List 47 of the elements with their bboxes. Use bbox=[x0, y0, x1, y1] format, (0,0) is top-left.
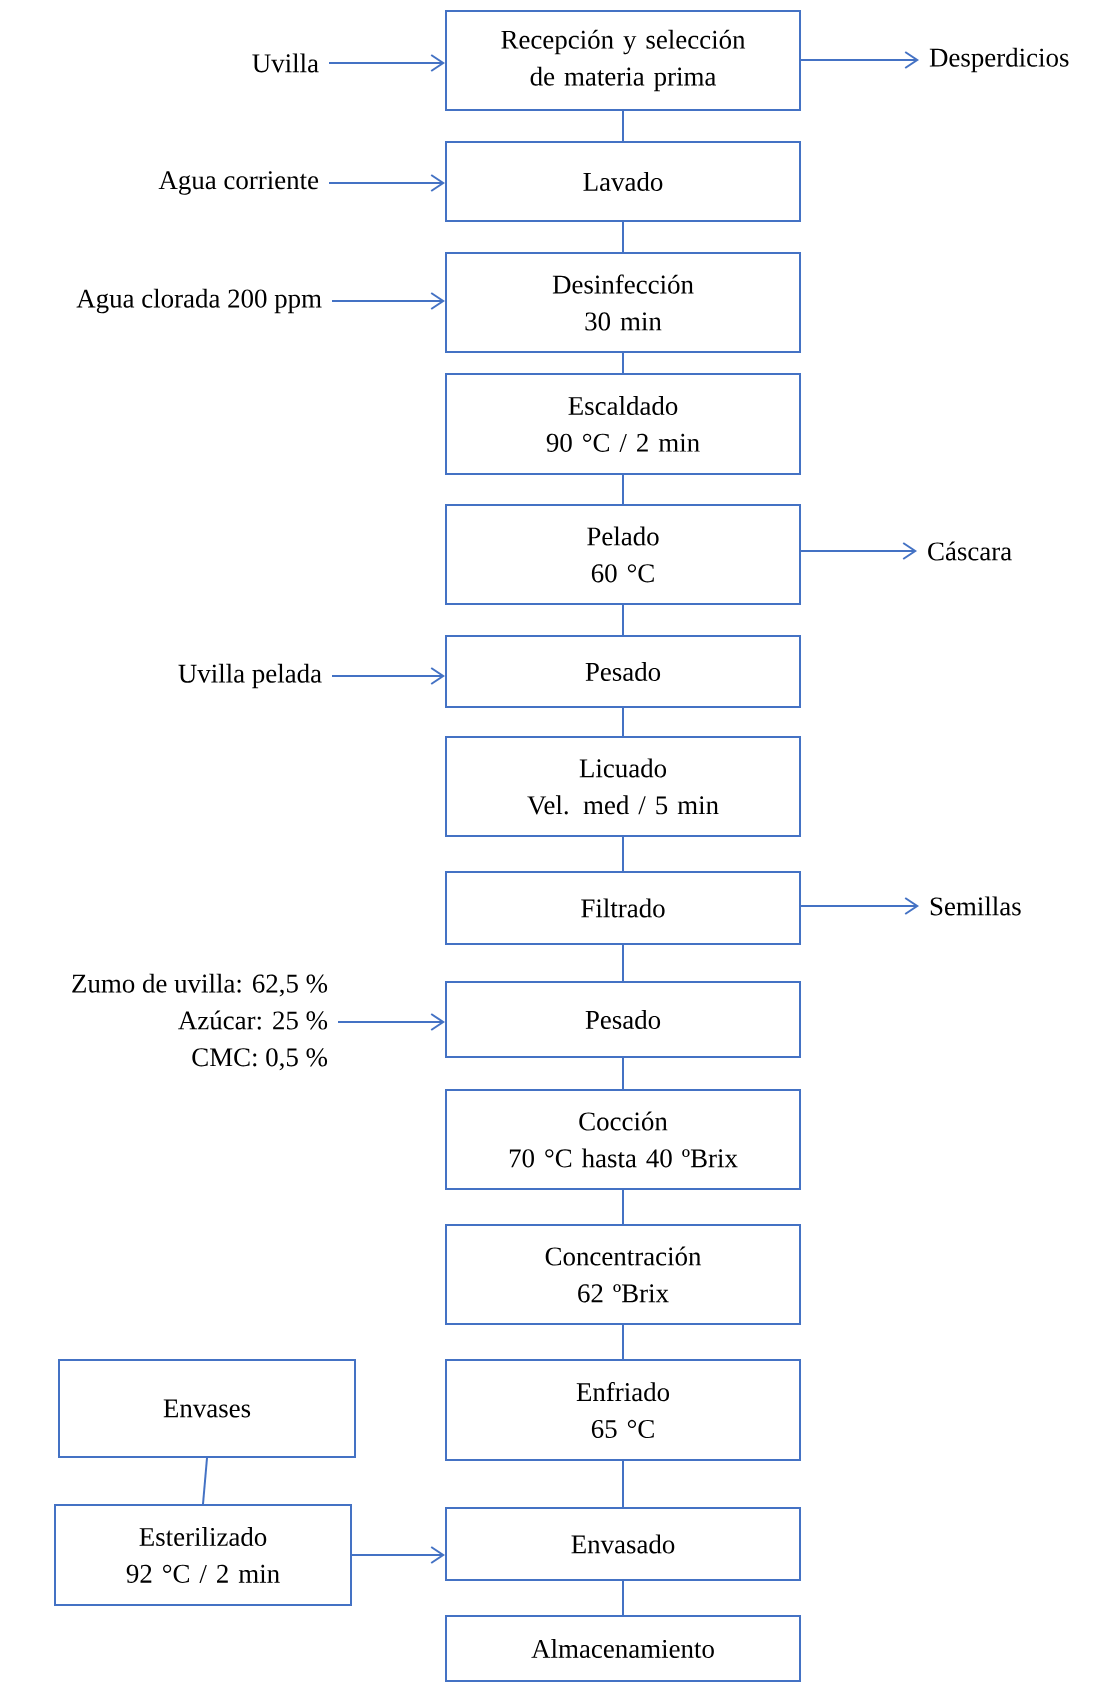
connector-line bbox=[622, 474, 624, 505]
arrow bbox=[328, 174, 445, 192]
process-box: Cocción 70 °C hasta 40 ºBrix bbox=[445, 1089, 801, 1190]
process-box: Lavado bbox=[445, 141, 801, 222]
process-box: Recepción y selección de materia prima bbox=[445, 10, 801, 111]
process-box: Enfriado 65 °C bbox=[445, 1359, 801, 1461]
stream-label: Desperdicios bbox=[929, 47, 1069, 73]
stream-label: Semillas bbox=[930, 896, 1021, 916]
process-box: Pesado bbox=[445, 981, 801, 1058]
arrow bbox=[337, 1013, 445, 1031]
connector-line bbox=[622, 1460, 624, 1508]
arrow bbox=[800, 542, 917, 560]
connector-line bbox=[202, 1457, 208, 1505]
connector-line bbox=[622, 1324, 624, 1360]
stream-label: Uvilla bbox=[252, 53, 319, 73]
connector-line bbox=[622, 1189, 624, 1225]
connector-line bbox=[622, 836, 624, 872]
connector-line bbox=[622, 1057, 624, 1090]
process-box: Envases bbox=[58, 1359, 356, 1458]
process-box: Licuado Vel. med / 5 min bbox=[445, 736, 801, 837]
connector-line bbox=[622, 110, 624, 142]
process-box: Almacenamiento bbox=[445, 1615, 801, 1682]
process-box: Envasado bbox=[445, 1507, 801, 1581]
connector-line bbox=[622, 944, 624, 982]
process-box: Filtrado bbox=[445, 871, 801, 945]
connector-line bbox=[622, 352, 624, 374]
process-box: Concentración 62 ºBrix bbox=[445, 1224, 801, 1325]
stream-label: Uvilla pelada bbox=[178, 663, 322, 689]
stream-label: Agua clorada 200 ppm bbox=[76, 288, 322, 314]
arrow bbox=[351, 1546, 445, 1564]
connector-line bbox=[622, 221, 624, 253]
stream-label: Agua corriente bbox=[158, 171, 319, 195]
process-box: Escaldado 90 °C / 2 min bbox=[445, 373, 801, 475]
process-box: Desinfección 30 min bbox=[445, 252, 801, 353]
process-box: Esterilizado 92 °C / 2 min bbox=[54, 1504, 352, 1606]
arrow bbox=[800, 51, 919, 69]
arrow bbox=[331, 667, 445, 685]
arrow bbox=[800, 897, 919, 915]
connector-line bbox=[622, 604, 624, 636]
process-box: Pelado 60 °C bbox=[445, 504, 801, 605]
connector-line bbox=[622, 1580, 624, 1616]
stream-label: Zumo de uvilla: 62,5 % Azúcar: 25 % CMC: 0,5 % bbox=[72, 973, 328, 1071]
process-box: Pesado bbox=[445, 635, 801, 708]
stream-label: Cáscara bbox=[928, 541, 1012, 561]
arrow bbox=[331, 292, 445, 310]
arrow bbox=[328, 54, 445, 72]
connector-line bbox=[622, 707, 624, 737]
